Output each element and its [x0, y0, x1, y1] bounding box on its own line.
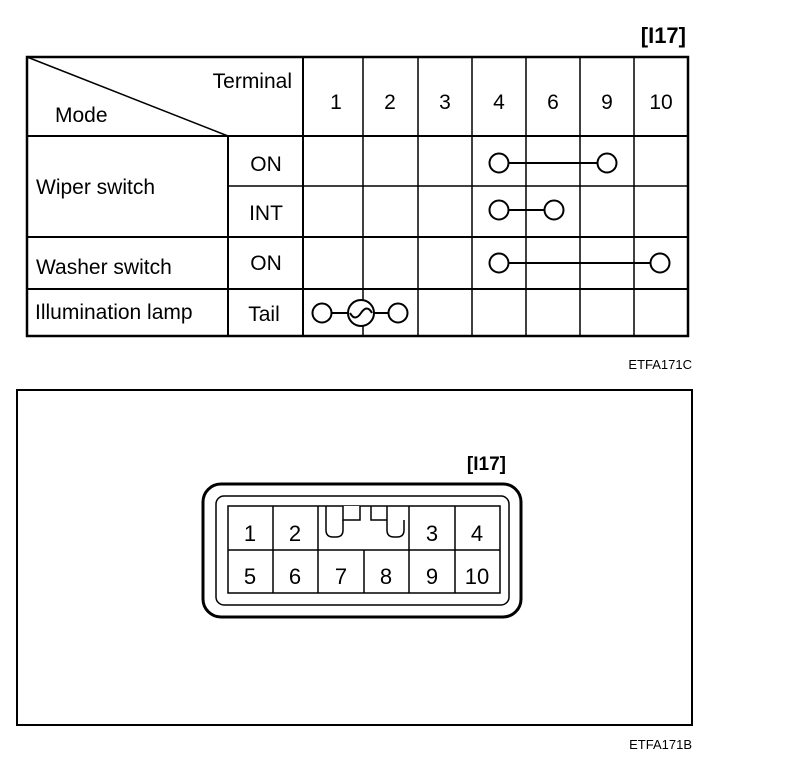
continuity-wiper-int: [488, 199, 565, 221]
mode-label: INT: [249, 202, 283, 225]
continuity-wiper-on: [488, 152, 618, 174]
mode-label: ON: [250, 252, 282, 275]
row-group-illumination: Illumination lamp: [35, 301, 193, 324]
lamp-filament: [349, 307, 373, 319]
terminal-node: [488, 252, 510, 274]
key-notch: [386, 506, 405, 538]
table-border: [25, 55, 690, 338]
terminal-node: [488, 199, 510, 221]
header-diagonal: [26, 56, 229, 137]
terminal-label: 6: [547, 91, 559, 114]
mode-label: Tail: [248, 303, 280, 326]
pin-label: 6: [289, 564, 301, 589]
mode-label: ON: [250, 153, 282, 176]
terminal-node: [387, 302, 409, 324]
pin-label: 2: [289, 521, 301, 546]
key-notch: [325, 506, 344, 538]
row-group-washer: Washer switch: [36, 256, 172, 279]
header-terminal: Terminal: [213, 70, 292, 93]
pin-label: 10: [465, 564, 489, 589]
terminal-label: 10: [649, 91, 672, 114]
header-mode: Mode: [55, 104, 108, 127]
continuity-illumination-tail: [311, 299, 409, 327]
pin-label: 4: [471, 521, 483, 546]
connector-panel: [16, 389, 693, 726]
connector-outer: [201, 482, 523, 619]
pin-label: 7: [335, 564, 347, 589]
pin-label: 3: [426, 521, 438, 546]
connector-id-top: [I17]: [641, 23, 686, 48]
continuity-washer-on: [488, 252, 671, 274]
terminal-label: 3: [439, 91, 451, 114]
terminal-node: [311, 302, 333, 324]
terminal-label: 9: [601, 91, 613, 114]
terminal-node: [649, 252, 671, 274]
terminal-label: 1: [330, 91, 342, 114]
figure-code-top: ETFA171C: [628, 357, 692, 372]
terminal-node: [596, 152, 618, 174]
terminal-label: 4: [493, 91, 505, 114]
figure-code-bottom: ETFA171B: [629, 737, 692, 752]
switch-table: [25, 55, 690, 338]
connector-inner: [215, 495, 510, 606]
connector-id-bottom: [I17]: [467, 454, 506, 475]
row-group-wiper: Wiper switch: [36, 176, 155, 199]
terminal-node: [543, 199, 565, 221]
pin-label: 9: [426, 564, 438, 589]
terminal-label: 2: [384, 91, 396, 114]
connector-face: [201, 482, 523, 619]
pin-label: 8: [380, 564, 392, 589]
pin-label: 1: [244, 521, 256, 546]
pin-label: 5: [244, 564, 256, 589]
terminal-node: [488, 152, 510, 174]
